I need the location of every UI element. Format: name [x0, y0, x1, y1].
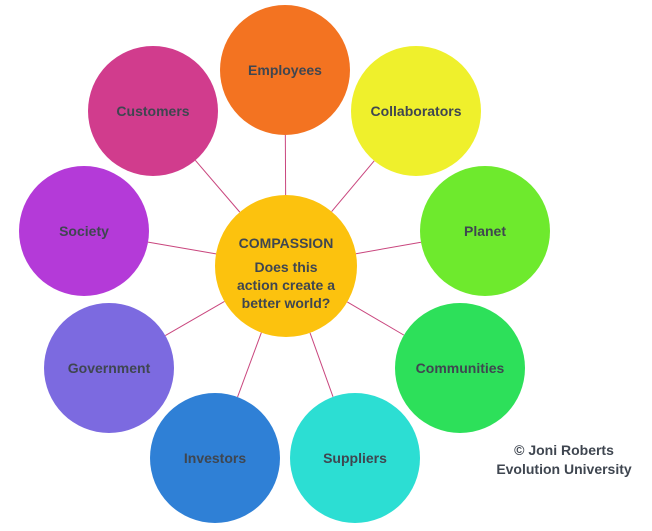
petal-label-society: Society [59, 223, 109, 239]
center-title: COMPASSION [239, 235, 334, 251]
connector-customers [194, 160, 241, 213]
petal-label-collaborators: Collaborators [370, 103, 461, 119]
center-question-line-1: Does this [254, 259, 317, 275]
petal-circle-society [19, 166, 149, 296]
connectors [147, 134, 422, 398]
petal-government: Government [44, 303, 174, 433]
petal-label-investors: Investors [184, 450, 246, 466]
connector-society [147, 241, 217, 255]
connector-investors [237, 332, 262, 398]
petal-customers: Customers [88, 46, 218, 176]
petal-employees: Employees [220, 5, 350, 135]
petal-circle-employees [220, 5, 350, 135]
petals: EmployeesCollaboratorsPlanetCommunitiesS… [19, 5, 550, 523]
petal-collaborators: Collaborators [351, 46, 481, 176]
petal-circle-suppliers [290, 393, 420, 523]
petal-circle-investors [150, 393, 280, 523]
connector-communities [346, 301, 405, 336]
connector-government [165, 301, 225, 336]
petal-planet: Planet [420, 166, 550, 296]
petal-circle-communities [395, 303, 525, 433]
petal-suppliers: Suppliers [290, 393, 420, 523]
connector-planet [355, 241, 422, 255]
center-question-line-3: better world? [242, 295, 331, 311]
copyright-notice: © Joni Roberts Evolution University [484, 441, 644, 479]
petal-label-customers: Customers [116, 103, 189, 119]
petal-communities: Communities [395, 303, 525, 433]
petal-circle-collaborators [351, 46, 481, 176]
petal-circle-planet [420, 166, 550, 296]
petal-society: Society [19, 166, 149, 296]
center-circle [215, 195, 357, 337]
petal-label-communities: Communities [416, 360, 505, 376]
petal-label-employees: Employees [248, 62, 322, 78]
connector-suppliers [309, 332, 334, 397]
center-question-line-2: action create a [237, 277, 335, 293]
petal-investors: Investors [150, 393, 280, 523]
petal-label-planet: Planet [464, 223, 506, 239]
petal-label-suppliers: Suppliers [323, 450, 387, 466]
petal-label-government: Government [68, 360, 151, 376]
petal-circle-government [44, 303, 174, 433]
copyright-line-1: © Joni Roberts [514, 442, 614, 458]
center-node: COMPASSION Does this action create a bet… [215, 195, 357, 337]
petal-circle-customers [88, 46, 218, 176]
connector-collaborators [331, 160, 375, 212]
copyright-line-2: Evolution University [496, 461, 632, 477]
